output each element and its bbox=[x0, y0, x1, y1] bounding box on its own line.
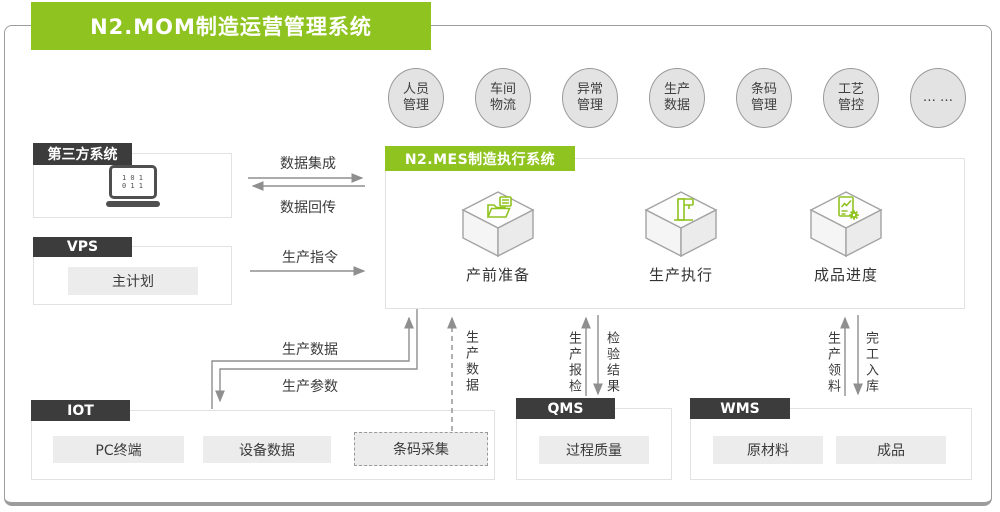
flow-label-wms-picking: 生产领料 bbox=[825, 331, 840, 395]
mes-module-label: 成品进度 bbox=[813, 266, 878, 284]
vps-tab: VPS bbox=[33, 237, 132, 257]
qms-panel: QMS 过程质量 bbox=[516, 398, 672, 480]
flow-label-qms-report: 生产报检 bbox=[566, 331, 581, 395]
third-party-tab: 第三方系统 bbox=[33, 143, 132, 165]
laptop-binary-line1: 1 0 1 bbox=[121, 173, 144, 182]
mes-module-label: 生产执行 bbox=[648, 266, 713, 284]
third-party-panel: 第三方系统 1 0 1 0 1 1 bbox=[33, 143, 232, 218]
vps-panel: VPS 主计划 bbox=[33, 237, 232, 305]
report-gear-cube-icon bbox=[809, 191, 883, 257]
iot-item-barcode-collection: 条码采集 bbox=[354, 432, 488, 466]
module-circle-production-data: 生产 数据 bbox=[649, 68, 705, 128]
flow-label-barcode-production-data: 生产数据 bbox=[463, 330, 478, 394]
module-circle-personnel: 人员 管理 bbox=[388, 68, 444, 128]
flow-label-production-instruction: 生产指令 bbox=[282, 250, 338, 266]
mes-module-label: 产前准备 bbox=[465, 266, 530, 284]
flow-label-production-params: 生产参数 bbox=[282, 379, 338, 395]
flow-label-qms-result: 检验结果 bbox=[604, 331, 619, 395]
laptop-screen: 1 0 1 0 1 1 bbox=[108, 165, 157, 199]
master-plan-item: 主计划 bbox=[68, 267, 198, 295]
mes-panel: N2.MES制造执行系统 产前准备 生 bbox=[385, 146, 965, 309]
wms-tab: WMS bbox=[690, 398, 790, 419]
qms-tab: QMS bbox=[516, 398, 615, 419]
machine-cube-icon bbox=[644, 191, 718, 257]
module-circle-process-control: 工艺 管控 bbox=[823, 68, 879, 128]
wms-item-raw-material: 原材料 bbox=[713, 436, 823, 464]
iot-item-pc-terminal: PC终端 bbox=[53, 436, 184, 463]
flow-label-production-data: 生产数据 bbox=[282, 342, 338, 358]
qms-item-process-quality: 过程质量 bbox=[539, 436, 649, 464]
flow-label-data-integration: 数据集成 bbox=[280, 156, 336, 172]
wms-item-finished-goods: 成品 bbox=[836, 436, 946, 464]
mes-module-finished-progress: 成品进度 bbox=[786, 191, 906, 285]
module-circle-barcode: 条码 管理 bbox=[736, 68, 792, 128]
iot-item-device-data: 设备数据 bbox=[203, 436, 331, 463]
iot-tab: IOT bbox=[31, 400, 130, 421]
mes-tab: N2.MES制造执行系统 bbox=[385, 146, 575, 171]
iot-panel: IOT PC终端 设备数据 条码采集 bbox=[31, 400, 495, 480]
page-title: N2.MOM制造运营管理系统 bbox=[31, 2, 431, 50]
mes-module-pre-production: 产前准备 bbox=[438, 191, 558, 285]
flow-label-data-backhaul: 数据回传 bbox=[280, 200, 336, 216]
mes-module-production-execution: 生产执行 bbox=[621, 191, 741, 285]
folder-doc-cube-icon bbox=[461, 191, 535, 257]
laptop-base bbox=[105, 201, 160, 207]
laptop-binary-line2: 0 1 1 bbox=[121, 182, 144, 190]
module-circle-more: … … bbox=[910, 68, 966, 128]
laptop-binary-icon: 1 0 1 0 1 1 bbox=[105, 165, 160, 207]
module-circle-workshop-logistics: 车间 物流 bbox=[475, 68, 531, 128]
wms-panel: WMS 原材料 成品 bbox=[690, 398, 972, 480]
flow-label-wms-inbound: 完工入库 bbox=[863, 331, 878, 395]
module-circle-exception: 异常 管理 bbox=[562, 68, 618, 128]
